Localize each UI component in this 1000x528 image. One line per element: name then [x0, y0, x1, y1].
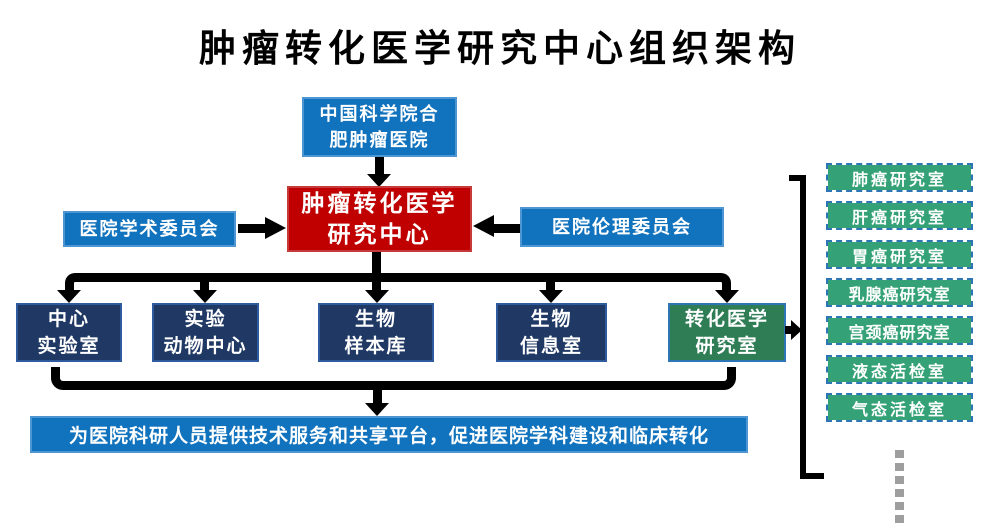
node-research-center-line2: 研究中心	[327, 221, 432, 247]
node-bioinformatics-line2: 信息室	[519, 335, 583, 357]
node-biobank-line2: 样本库	[344, 335, 408, 357]
page-title: 肿瘤转化医学研究中心组织架构	[199, 28, 801, 69]
connector-center-trunk	[372, 252, 381, 292]
node-hospital-line1: 中国科学院合	[319, 104, 440, 124]
mission-banner: 为医院科研人员提供技术服务和共享平台，促进医院学科建设和临床转化	[30, 416, 748, 453]
node-ethics-committee: 医院伦理委员会	[520, 207, 724, 247]
node-gas-biopsy-room: 气态活检室	[826, 393, 973, 422]
node-liver-cancer-room: 肝癌研究室	[826, 201, 973, 230]
node-breast-cancer-room: 乳腺癌研究室	[826, 278, 973, 307]
node-translational-lab: 转化医学 研究室	[668, 303, 786, 362]
arrowhead-down-icon	[715, 290, 739, 303]
node-animal-center-line2: 动物中心	[163, 335, 248, 357]
arrowhead-down-icon	[539, 290, 563, 303]
connector-gather-drop	[373, 386, 382, 404]
node-liquid-biopsy-room-label: 液态活检室	[851, 363, 947, 381]
connector-drop-2	[200, 273, 209, 292]
node-hospital: 中国科学院合 肥肿瘤医院	[302, 97, 457, 157]
node-lung-cancer-room: 肺癌研究室	[826, 163, 973, 192]
connector-gather-bracket	[51, 367, 736, 390]
node-gastric-cancer-room-label: 胃癌研究室	[851, 248, 947, 266]
node-translational-lab-line2: 研究室	[695, 335, 759, 357]
node-academic-committee: 医院学术委员会	[63, 211, 236, 247]
connector-rooms-elbow-bottom	[800, 473, 824, 479]
node-bioinformatics: 生物 信息室	[496, 303, 607, 362]
node-animal-center: 实验 动物中心	[152, 303, 259, 362]
arrowhead-down-icon	[367, 174, 391, 187]
arrowhead-down-icon	[57, 290, 81, 303]
arrowhead-right-icon	[791, 320, 802, 340]
arrowhead-down-icon	[193, 290, 217, 303]
connector-distribution-rail	[65, 273, 731, 295]
arrowhead-right-icon	[265, 217, 286, 239]
node-central-lab-line1: 中心	[47, 308, 90, 330]
arrowhead-left-icon	[473, 215, 494, 237]
node-central-lab-line2: 实验室	[37, 335, 101, 357]
node-central-lab: 中心 实验室	[16, 303, 122, 362]
node-biobank-line1: 生物	[354, 308, 397, 330]
node-translational-lab-line1: 转化医学	[684, 308, 769, 330]
connector-drop-4	[546, 273, 555, 292]
node-liver-cancer-room-label: 肝癌研究室	[851, 209, 947, 227]
node-research-center-line1: 肿瘤转化医学	[301, 190, 458, 216]
mission-banner-label: 为医院科研人员提供技术服务和共享平台，促进医院学科建设和临床转化	[68, 426, 709, 447]
node-academic-committee-label: 医院学术委员会	[79, 219, 220, 239]
node-gastric-cancer-room: 胃癌研究室	[826, 240, 973, 269]
connector-rooms-elbow	[800, 175, 806, 479]
node-breast-cancer-room-label: 乳腺癌研究室	[848, 286, 951, 304]
node-liquid-biopsy-room: 液态活检室	[826, 355, 973, 384]
node-cervical-cancer-room: 宫颈癌研究室	[826, 316, 973, 345]
connector-hospital-center	[375, 157, 384, 176]
connector-rooms-elbow-top	[789, 175, 806, 181]
arrowhead-down-icon	[365, 290, 389, 303]
node-lung-cancer-room-label: 肺癌研究室	[851, 171, 947, 189]
node-research-center: 肿瘤转化医学 研究中心	[287, 186, 472, 252]
node-biobank: 生物 样本库	[318, 303, 434, 362]
arrowhead-down-icon	[365, 403, 389, 416]
node-gas-biopsy-room-label: 气态活检室	[851, 401, 947, 419]
connector-ethics-center	[492, 224, 520, 233]
node-ethics-committee-label: 医院伦理委员会	[552, 217, 692, 237]
ellipsis-dots	[895, 450, 904, 526]
connector-translational-rooms	[785, 326, 792, 334]
node-cervical-cancer-room-label: 宫颈癌研究室	[848, 324, 951, 342]
node-hospital-line2: 肥肿瘤医院	[329, 130, 430, 150]
node-animal-center-line1: 实验	[184, 308, 227, 330]
connector-academic-center	[238, 224, 266, 233]
node-bioinformatics-line1: 生物	[530, 308, 573, 330]
